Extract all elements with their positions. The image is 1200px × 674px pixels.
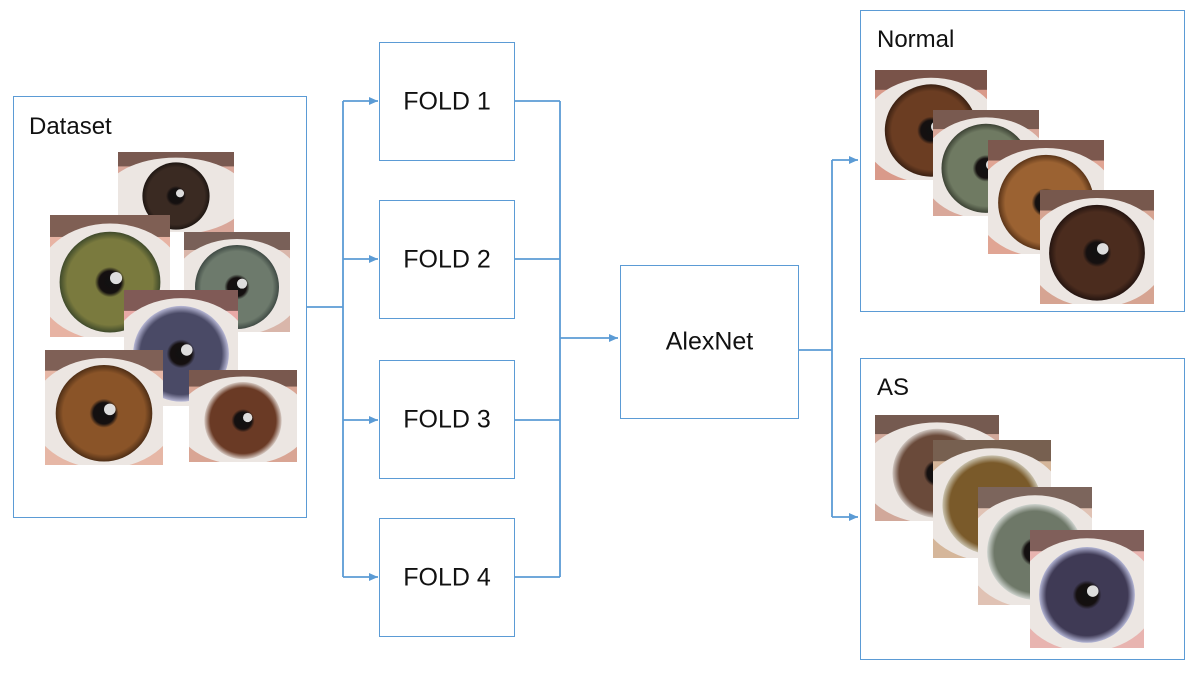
fold-box-2: FOLD 2	[379, 200, 515, 319]
dataset-label: Dataset	[29, 113, 112, 140]
fold-box-4: FOLD 4	[379, 518, 515, 637]
fold-label-1: FOLD 1	[403, 87, 491, 115]
normal-eye-photo-4	[1040, 190, 1154, 304]
alexnet-label: AlexNet	[665, 327, 754, 356]
fold-box-1: FOLD 1	[379, 42, 515, 161]
fold-label-4: FOLD 4	[403, 563, 491, 591]
fold-label-3: FOLD 3	[403, 405, 491, 433]
alexnet-box: AlexNet	[620, 265, 799, 419]
dataset-eye-photo-6	[189, 370, 297, 462]
normal-label: Normal	[877, 26, 955, 53]
as-label: AS	[877, 374, 910, 401]
dataset-eye-photo-5	[45, 350, 163, 465]
fold-box-3: FOLD 3	[379, 360, 515, 479]
fold-label-2: FOLD 2	[403, 245, 491, 273]
as-eye-photo-4	[1030, 530, 1144, 648]
